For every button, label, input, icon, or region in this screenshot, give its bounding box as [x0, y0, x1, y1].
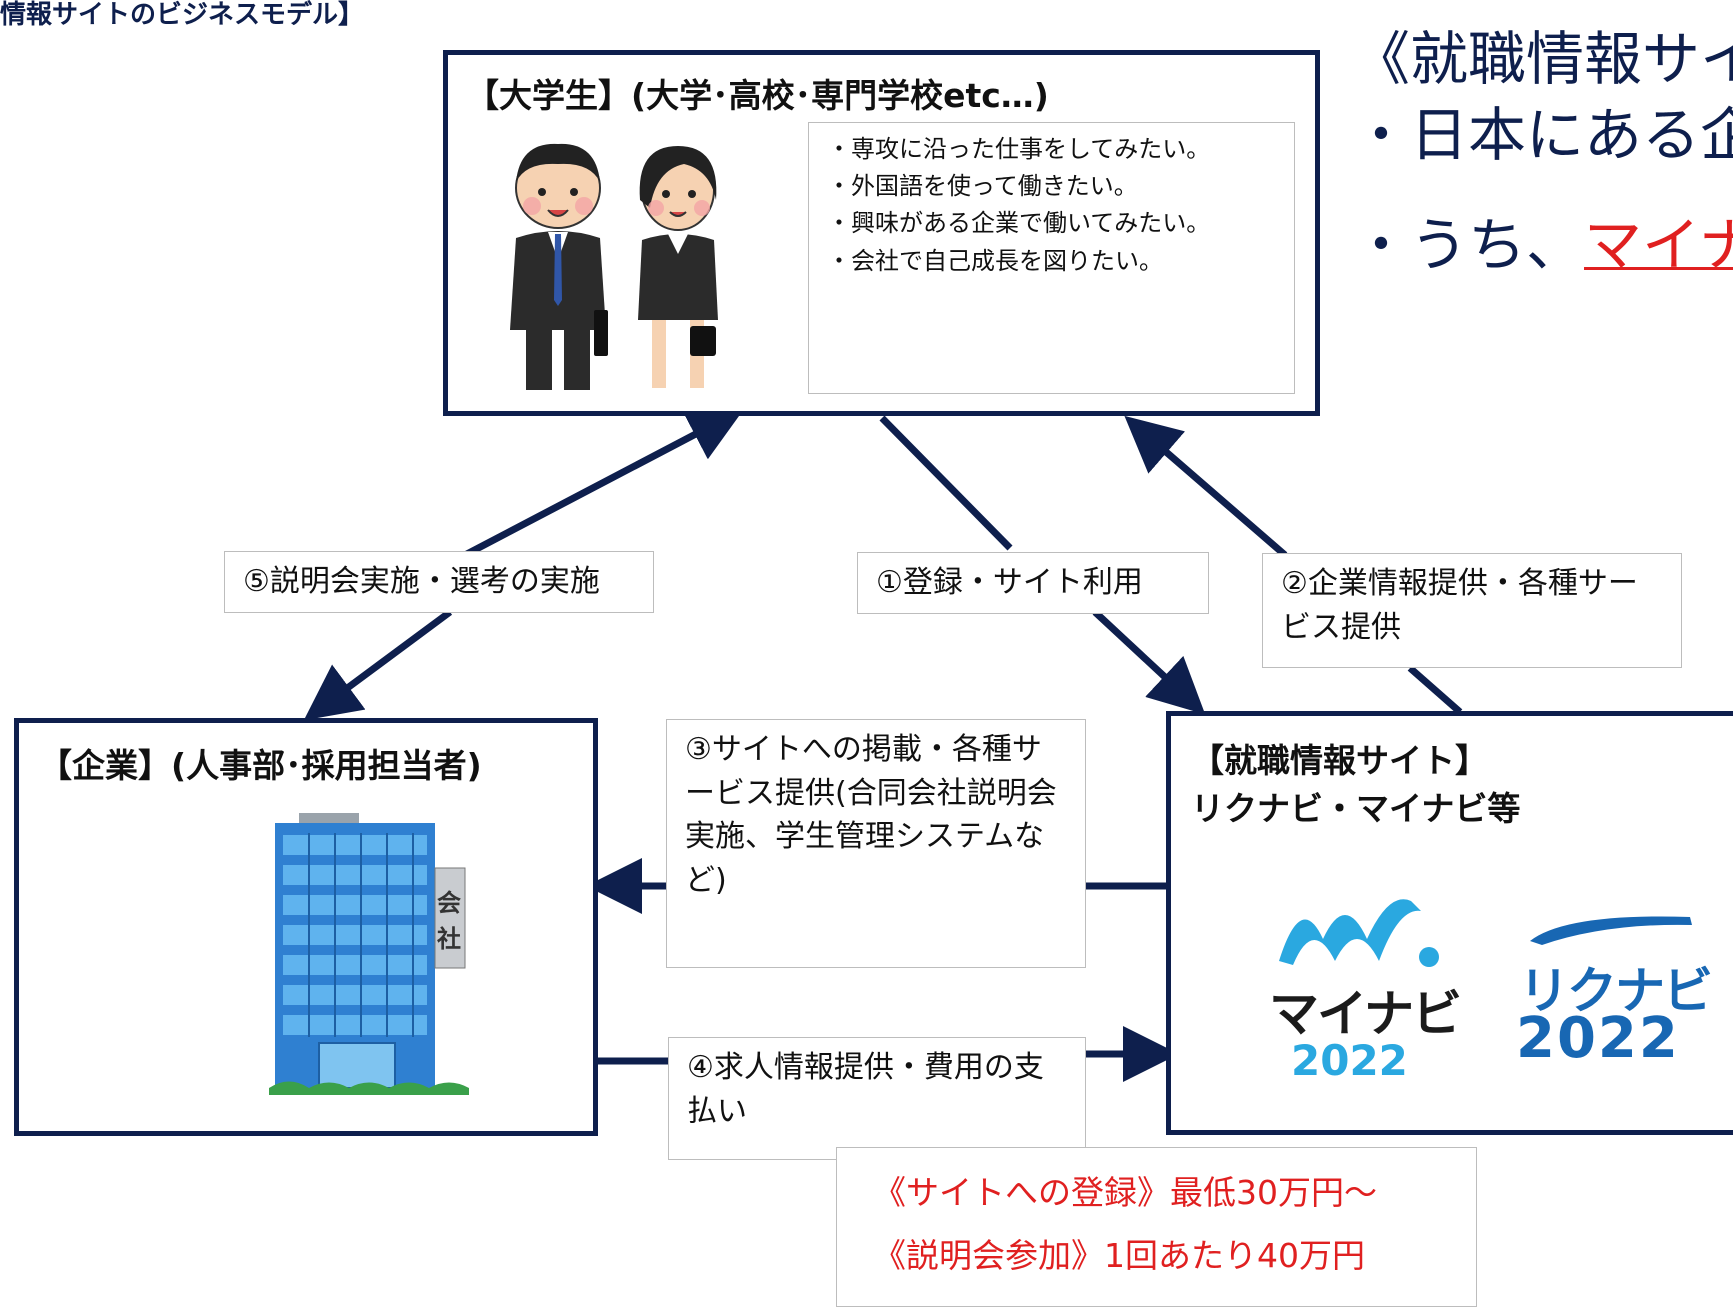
arrow-1-bottom	[1092, 609, 1206, 715]
right-line-2-prefix: ・うち、	[1352, 211, 1585, 279]
students-illustration	[510, 143, 718, 390]
fee-session: 《説明会参加》1回あたり40万円	[873, 1235, 1365, 1275]
arrow-2-bottom	[1407, 665, 1463, 715]
rikunabi-logo-icon	[1530, 916, 1692, 945]
right-line-1: ・日本にある企	[1352, 101, 1733, 169]
right-line-2-highlight: マイナビ	[1584, 211, 1733, 279]
job-site-title-line1: 【就職情報サイト】	[1191, 741, 1488, 780]
flow-label-2: ②企業情報提供・各種サービス提供	[1262, 553, 1682, 668]
mynavi-logo-icon	[1279, 899, 1439, 967]
arrow-5-down	[303, 609, 453, 721]
fee-registration: 《サイトへの登録》最低30万円〜	[873, 1173, 1377, 1212]
flow-label-4: ④求人情報提供・費用の支払い	[668, 1037, 1086, 1160]
flow-label-3: ③サイトへの掲載・各種サービス提供(合同会社説明会実施、学生管理システムなど)	[666, 719, 1086, 968]
job-site-title-line2: リクナビ・マイナビ等	[1191, 789, 1521, 828]
male-student-icon	[510, 143, 608, 390]
arrow-1-top	[879, 415, 1013, 551]
flow-label-5: ⑤説明会実施・選考の実施	[224, 551, 654, 613]
arrow-5-up	[463, 408, 745, 559]
student-want-item: ・会社で自己成長を図りたい。	[827, 246, 1163, 275]
right-title: 《就職情報サイ	[1352, 25, 1733, 93]
right-line-2: ・うち、マイナビ	[1352, 198, 1733, 282]
company-box: 【企業】(人事部･採用担当者) 会 社	[14, 718, 598, 1136]
rikunabi-logo-text: リクナビ	[1519, 962, 1713, 1020]
student-want-item: ・外国語を使って働きたい。	[827, 172, 1138, 201]
student-box-title: 【大学生】(大学･高校･専門学校etc…)	[466, 76, 1049, 115]
student-wants-box: ・専攻に沿った仕事をしてみたい。 ・外国語を使って働きたい。 ・興味がある企業で…	[808, 122, 1295, 394]
job-site-box: 【就職情報サイト】 リクナビ・マイナビ等 マイナビ 2022 リクナビ 2022	[1166, 711, 1733, 1135]
fee-box: 《サイトへの登録》最低30万円〜 《説明会参加》1回あたり40万円	[836, 1147, 1477, 1307]
student-want-item: ・専攻に沿った仕事をしてみたい。	[827, 135, 1211, 163]
flow-label-1: ①登録・サイト利用	[857, 552, 1209, 614]
student-box: 【大学生】(大学･高校･専門学校etc…)	[443, 50, 1320, 416]
company-box-title: 【企業】(人事部･採用担当者)	[39, 746, 482, 785]
student-want-item: ・興味がある企業で働いてみたい。	[827, 209, 1211, 238]
office-building-icon	[269, 813, 469, 1095]
top-left-title: 情報サイトのビジネスモデル】	[0, 0, 365, 30]
mynavi-logo-text: マイナビ	[1269, 985, 1462, 1043]
company-sign-char: 会	[437, 889, 461, 917]
female-student-icon	[638, 146, 718, 388]
arrow-2-top	[1124, 415, 1288, 558]
mynavi-year: 2022	[1291, 1036, 1408, 1085]
rikunabi-year: 2022	[1516, 1006, 1680, 1071]
company-sign-char: 社	[437, 925, 461, 953]
